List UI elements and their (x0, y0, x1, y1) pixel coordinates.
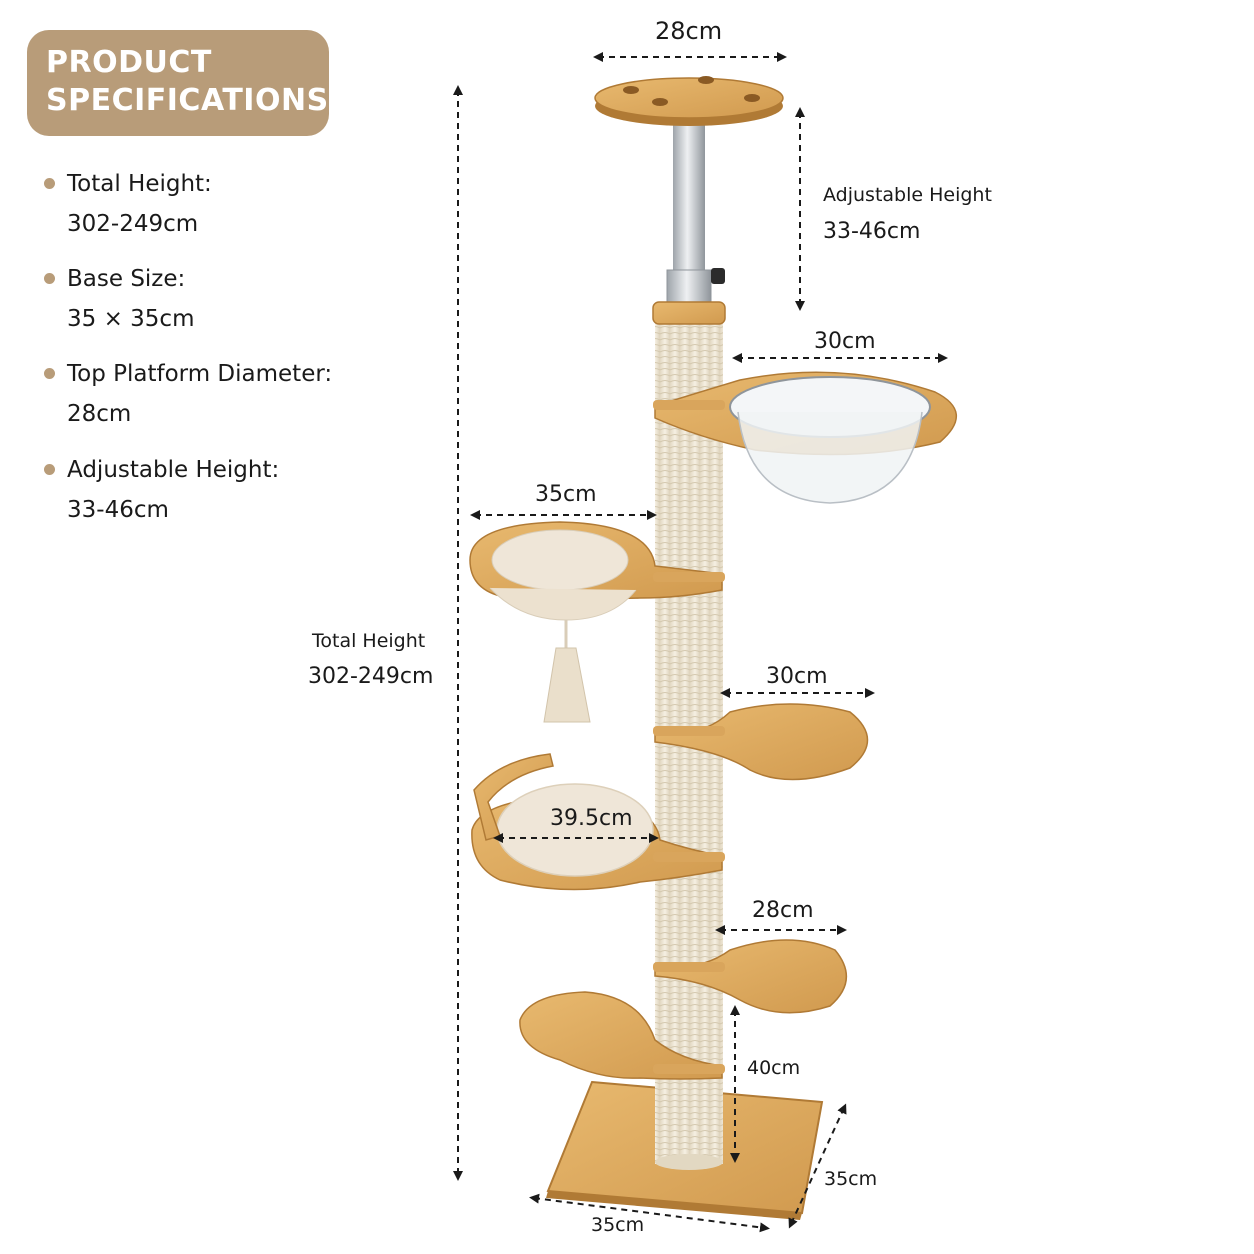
spec-label-adjustable-height: Adjustable Height: (67, 457, 280, 483)
spec-value-adjustable-height: 33-46cm (67, 497, 169, 523)
bed-rail (473, 753, 554, 841)
dimension-step-width: 30cm (766, 664, 828, 689)
bullet-icon (44, 464, 55, 475)
dimension-total-title: Total Height (312, 630, 426, 652)
dimension-bed-width: 39.5cm (550, 806, 633, 831)
dimension-bowl-width: 30cm (814, 329, 876, 354)
step-platform-lower-left (519, 991, 723, 1080)
lock-knob-icon (711, 268, 725, 284)
dimension-lines (453, 52, 948, 1233)
top-platform (594, 76, 784, 126)
dimension-base-width: 35cm (591, 1214, 645, 1236)
bowl-platform (654, 371, 958, 504)
spec-value-total-height: 302-249cm (67, 211, 199, 237)
dimension-total-value: 302-249cm (308, 664, 434, 689)
step-platform-middle (654, 703, 869, 781)
dimension-top-platform: 28cm (655, 17, 723, 45)
spec-value-top-platform: 28cm (67, 401, 132, 427)
spec-label-top-platform: Top Platform Diameter: (67, 361, 333, 387)
post-rings (653, 400, 725, 1074)
dimension-adjustable-title: Adjustable Height (823, 184, 992, 206)
spec-label-total-height: Total Height: (67, 171, 212, 197)
bullet-icon (44, 368, 55, 379)
dimension-hammock-width: 35cm (535, 482, 597, 507)
telescopic-pole (652, 120, 726, 325)
dimension-bottom-gap: 40cm (747, 1057, 801, 1079)
dimension-base-depth: 35cm (824, 1168, 878, 1190)
badge-title-line-1: PRODUCT (46, 45, 212, 80)
bullet-icon (44, 273, 55, 284)
spec-value-base-size: 35 × 35cm (67, 306, 195, 332)
dimension-adjustable-value: 33-46cm (823, 219, 921, 244)
spec-label-base-size: Base Size: (67, 266, 186, 292)
specifications-badge (27, 30, 329, 136)
dimension-lower-step-width: 28cm (752, 898, 814, 923)
badge-title-line-2: SPECIFICATIONS (46, 83, 329, 118)
tassel-icon (543, 647, 591, 723)
bullet-icon (44, 178, 55, 189)
step-platform-lower-right (654, 939, 848, 1014)
